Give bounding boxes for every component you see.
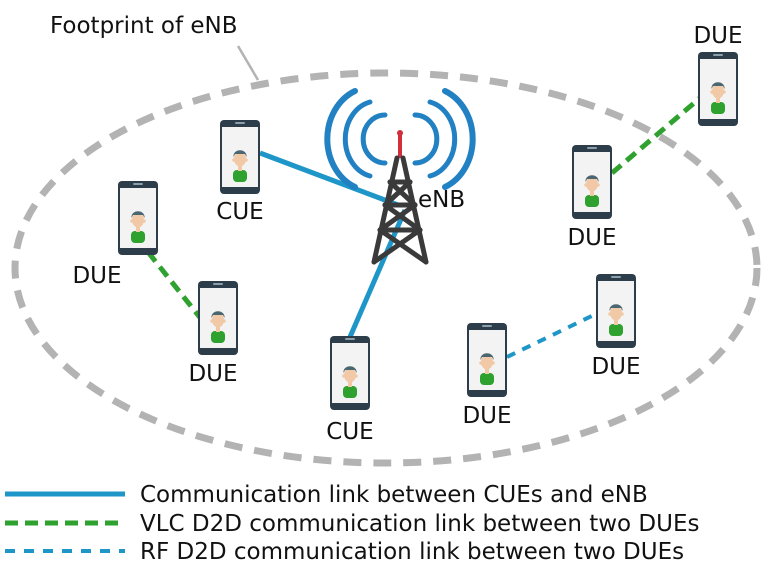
due-phone-2: DUE [188, 281, 238, 387]
device-label: DUE [591, 354, 640, 380]
device-label: DUE [188, 361, 237, 387]
link-due3-due4 [610, 96, 702, 175]
device-label: DUE [567, 225, 616, 251]
device-label: DUE [693, 23, 742, 49]
signal-waves-icon [324, 88, 476, 190]
link-due1-due2 [146, 250, 204, 322]
footprint-pointer-line [236, 45, 260, 81]
link-cue1-enb [259, 150, 399, 208]
legend-label-vlc: VLC D2D communication link between two D… [140, 511, 700, 537]
enb-footprint-ellipse [11, 69, 761, 467]
legend-label-rf: RF D2D communication link between two DU… [140, 539, 684, 561]
cue-phone-1: CUE [216, 120, 264, 225]
due-phone-6: DUE [591, 274, 641, 380]
footprint-label: Footprint of eNB [50, 13, 238, 39]
enb-tower [324, 88, 476, 265]
legend: Communication link between CUEs and eNB … [5, 482, 700, 561]
due-phone-1: DUE [72, 181, 158, 289]
enb-label: eNB [418, 187, 465, 213]
due-phone-3: DUE [567, 145, 617, 251]
device-label: DUE [72, 263, 121, 289]
device-label: CUE [216, 199, 263, 225]
cue-phone-2: CUE [326, 336, 374, 445]
legend-label-cellular: Communication link between CUEs and eNB [140, 482, 648, 508]
link-due5-due6 [506, 310, 601, 359]
due-phone-4: DUE [693, 23, 743, 126]
due-phone-5: DUE [462, 323, 512, 429]
device-label: CUE [326, 419, 373, 445]
device-label: DUE [462, 403, 511, 429]
